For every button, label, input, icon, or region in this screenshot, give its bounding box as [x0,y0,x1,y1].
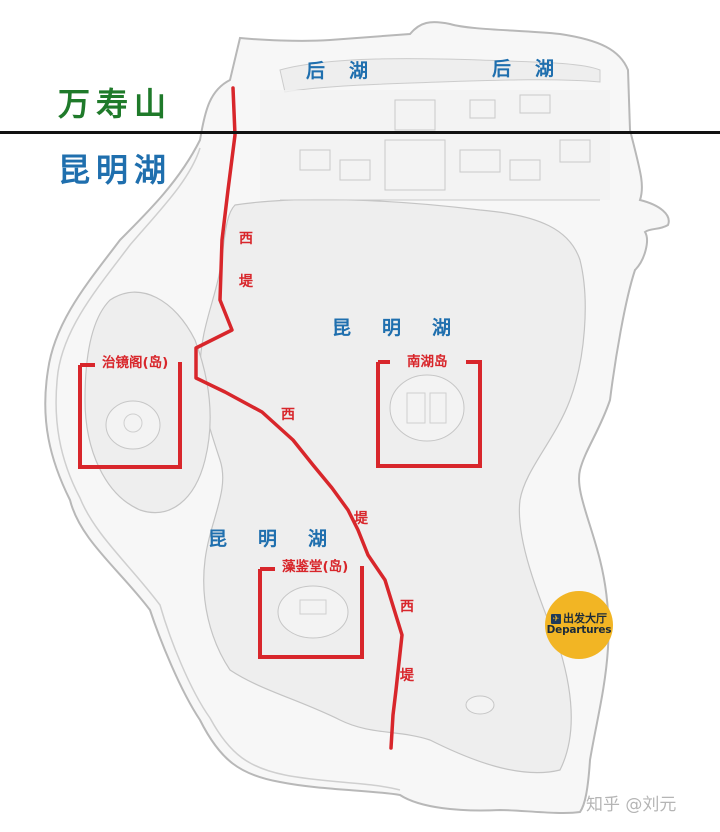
zhijingge-island-label: 治镜阁(岛) [100,355,171,371]
nanhu-frame [376,360,482,468]
west-dike-label-xi-1: 西 [239,231,253,247]
west-dike-label-di-2: 堤 [354,511,368,527]
zaojiantang-island-label: 藻鉴堂(岛) [280,559,351,575]
wanshou-mountain-label: 万寿山 [58,85,173,123]
nanhu-island [389,374,465,442]
region-divider-line [0,131,720,134]
west-dike-label-xi-2: 西 [281,407,295,423]
departures-en: Departures [546,624,612,636]
zhijingge-island [105,400,161,450]
departures-zh: 出发大厅 [563,612,607,626]
back-lake-water [279,58,601,93]
park-boundary-inner [55,147,401,791]
kunming-lake-label-1: 昆明湖 [332,317,452,339]
west-dike-label-di-1: 堤 [239,274,253,290]
nanhu-island-label: 南湖岛 [405,354,450,370]
west-dike-label-xi-3: 西 [400,599,414,615]
kunming-lake-title-label: 昆明湖 [58,151,173,189]
back-lake-label-1: 后湖 [306,60,369,82]
kunming-lake-label-2: 昆明湖 [208,528,328,550]
west-dike-label-di-3: 堤 [400,668,414,684]
airplane-icon: ✈ [551,614,561,625]
back-lake-label-2: 后湖 [492,58,555,80]
west-dike-route [194,86,404,750]
departures-badge: ✈ 出发大厅 Departures [545,591,613,659]
zhijingge-frame [78,362,182,469]
zaojiantang-island [277,585,349,639]
watermark: 知乎 @刘元 [586,795,677,815]
zaojiantang-frame [258,566,364,659]
